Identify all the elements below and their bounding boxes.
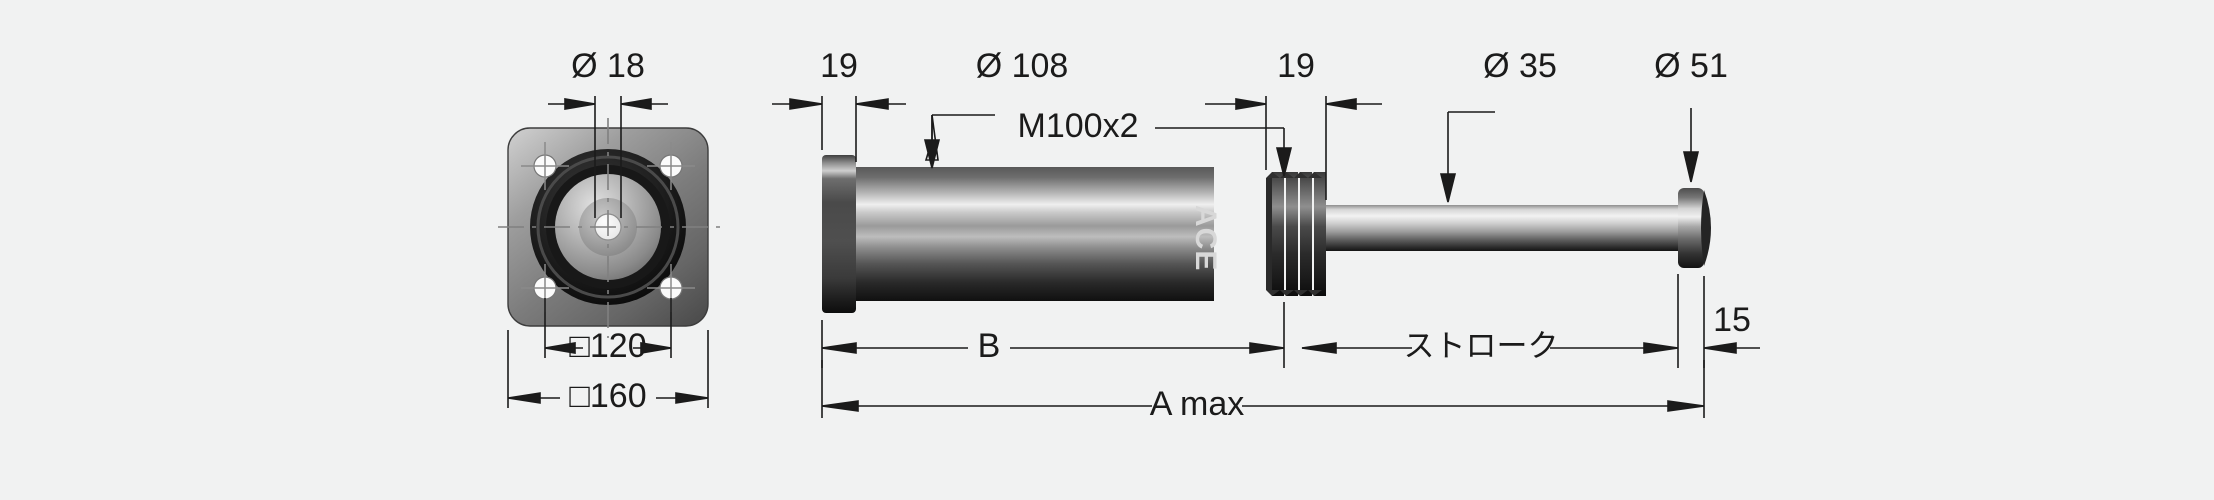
- arrow-stroke-right: [1643, 342, 1679, 354]
- thread-crest-bottom: [1266, 290, 1322, 296]
- arrow-stroke-left: [1301, 342, 1337, 354]
- arrow-19b-left: [1235, 98, 1267, 110]
- label-thread-spec: M100x2: [1018, 107, 1139, 145]
- arrow-amax-right: [1667, 400, 1705, 412]
- arrow-35: [1439, 173, 1457, 203]
- cylinder-body: [856, 167, 1214, 301]
- dimension-lines-group: [507, 96, 1760, 418]
- side-flange-plate: [822, 155, 856, 313]
- dimension-labels-group: Ø 18 □120 □160 19 Ø 108 M100x2 19 Ø 35 Ø…: [569, 47, 1751, 423]
- label-rod-dia: Ø 35: [1483, 47, 1557, 85]
- arrow-120-right: [640, 342, 672, 354]
- arrow-160-left: [507, 392, 541, 404]
- label-body-dia: Ø 108: [976, 47, 1069, 85]
- arrow-160-right: [675, 392, 709, 404]
- arrow-bore-right: [620, 98, 652, 110]
- label-dim-b: B: [978, 327, 1001, 365]
- label-thread-length: 19: [1277, 47, 1315, 85]
- label-cap-length: 15: [1713, 301, 1751, 339]
- threaded-section: [1266, 172, 1326, 296]
- arrow-bore-left: [564, 98, 596, 110]
- front-view-centrelines: [498, 118, 722, 338]
- arrow-108: [923, 139, 941, 169]
- thread-crest-top: [1266, 172, 1322, 178]
- side-view-group: ACE: [822, 155, 1711, 313]
- arrow-m100: [1275, 147, 1293, 177]
- arrow-19b-right: [1325, 98, 1357, 110]
- rod-end-cap: [1678, 188, 1704, 268]
- label-flange-square: □160: [569, 377, 646, 415]
- label-cap-dia: Ø 51: [1654, 47, 1728, 85]
- label-dim-a-max: A max: [1150, 385, 1244, 423]
- arrow-b-right: [1249, 342, 1285, 354]
- rod-end-cap-chamfer: [1701, 190, 1711, 266]
- ace-brand-label: ACE: [1189, 205, 1222, 271]
- arrow-amax-left: [821, 400, 859, 412]
- arrow-15: [1703, 342, 1737, 354]
- piston-rod: [1326, 205, 1678, 251]
- front-view-group: [498, 118, 722, 338]
- arrow-19a-right: [855, 98, 889, 110]
- label-bolt-square: □120: [569, 327, 646, 365]
- arrow-120-left: [544, 342, 576, 354]
- label-bore-dia: Ø 18: [571, 47, 645, 85]
- arrow-51: [1682, 151, 1700, 183]
- label-flange-thickness: 19: [820, 47, 858, 85]
- arrow-b-left: [821, 342, 857, 354]
- label-dim-stroke: ストローク: [1404, 329, 1559, 365]
- seal-inner-highlight: [536, 155, 680, 299]
- arrow-19a-left: [789, 98, 823, 110]
